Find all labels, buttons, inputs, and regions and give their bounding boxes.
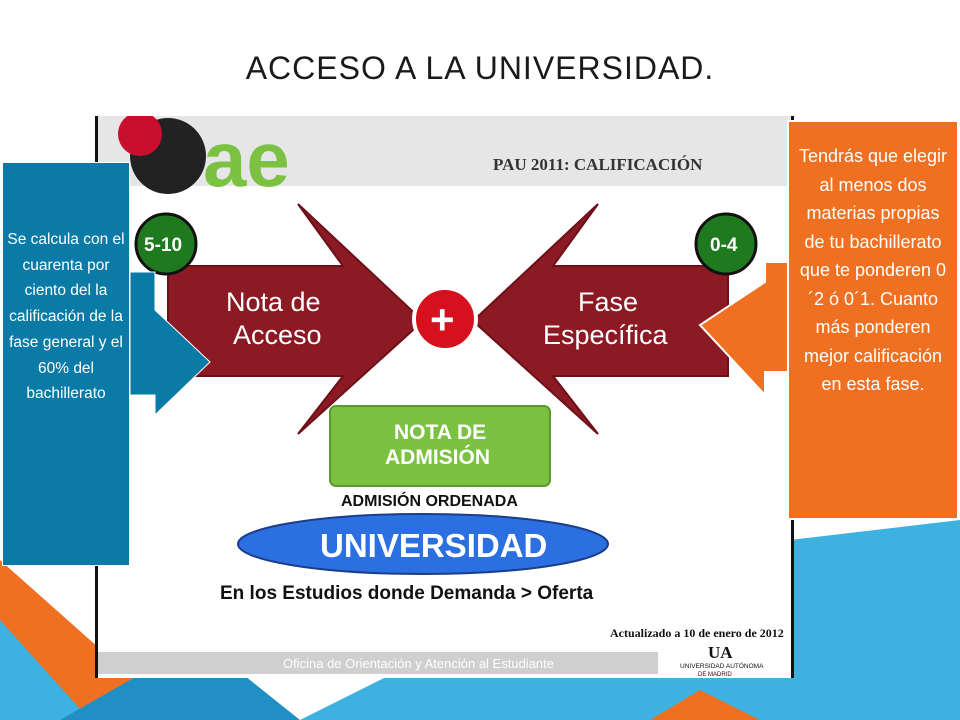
left-badge-text: 5-10 <box>144 235 182 256</box>
updated-date: Actualizado a 10 de enero de 2012 <box>610 626 784 640</box>
svg-text:UNIVERSIDAD: UNIVERSIDAD <box>320 527 547 564</box>
right-arrow-line2: Específica <box>543 320 669 350</box>
university-ellipse <box>237 513 609 575</box>
infographic-drawing: ae PAU 2011: CALIFICACIÓN Nota de Acceso… <box>98 116 791 678</box>
svg-text:+: + <box>430 296 455 343</box>
demand-text: En los Estudios donde Demanda > Oferta <box>220 583 594 604</box>
right-badge-text: 0-4 <box>710 235 738 256</box>
svg-text:UNIVERSIDAD AUTÓNOMA: UNIVERSIDAD AUTÓNOMA <box>680 661 764 670</box>
ua-logo: UA <box>708 643 733 662</box>
left-arrow-line1: Nota de <box>226 287 321 317</box>
pau-infographic: ae PAU 2011: CALIFICACIÓN Nota de Acceso… <box>95 116 794 678</box>
ordered-admission-label: ADMISIÓN ORDENADA <box>341 491 518 510</box>
footer-band <box>98 652 658 674</box>
logo-letter-e: ae <box>203 116 290 203</box>
svg-text:NOTA DE: NOTA DE <box>394 421 486 444</box>
left-callout: Se calcula con el cuarenta por ciento de… <box>2 162 130 566</box>
admission-grade-box <box>329 405 551 487</box>
slide-title: ACCESO A LA UNIVERSIDAD. <box>245 50 715 86</box>
svg-text:DE MADRID: DE MADRID <box>698 672 732 678</box>
left-arrow-line2: Acceso <box>233 320 322 350</box>
right-callout: Tendrás que elegir al menos dos materias… <box>787 120 959 520</box>
svg-text:Oficina de Orientación y Atenc: Oficina de Orientación y Atención al Est… <box>283 656 554 671</box>
ae-logo: ae <box>118 116 290 203</box>
plus-icon <box>412 286 478 352</box>
svg-text:ADMISIÓN: ADMISIÓN <box>385 445 490 469</box>
right-arrow-line1: Fase <box>578 287 638 317</box>
header-text: PAU 2011: CALIFICACIÓN <box>493 155 703 174</box>
